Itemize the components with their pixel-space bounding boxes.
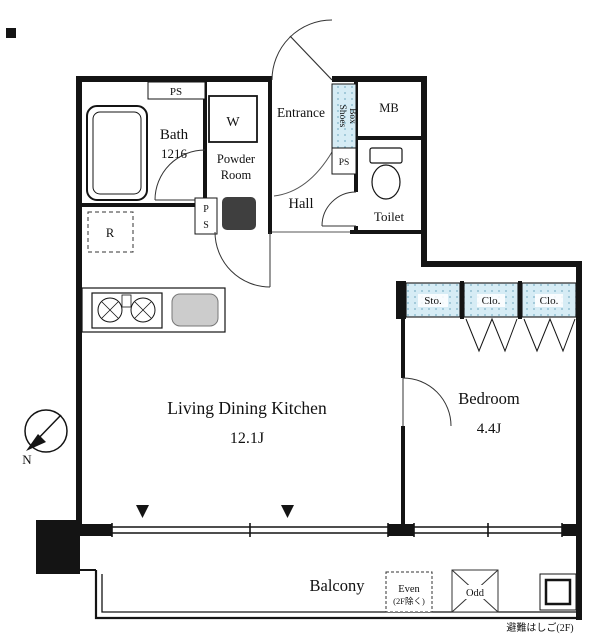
stove-icon bbox=[91, 292, 163, 329]
bedroom-label: Bedroom bbox=[458, 389, 520, 408]
bedroom-door-arc bbox=[402, 377, 452, 427]
entrance-door-arc bbox=[271, 19, 333, 81]
washer-label: W bbox=[226, 115, 240, 130]
ps-powder-p: P bbox=[203, 204, 209, 215]
balcony-label: Balcony bbox=[310, 576, 366, 595]
powder-room-label-2: Room bbox=[221, 168, 252, 182]
entrance-door-leaf bbox=[289, 35, 333, 81]
toilet-room: Toilet bbox=[321, 147, 405, 227]
ps-hall-label: PS bbox=[339, 158, 350, 168]
powder-door-arc bbox=[214, 231, 271, 288]
entrance-area: Entrance bbox=[271, 19, 333, 197]
left-wall bbox=[76, 76, 82, 532]
window-marker-2 bbox=[281, 505, 294, 518]
closet-1-label: Clo. bbox=[482, 295, 501, 307]
ldk-bedroom-divider-lower bbox=[401, 426, 405, 526]
toilet-tank-icon bbox=[369, 147, 403, 164]
toilet-bowl-icon bbox=[371, 164, 401, 200]
bifold-door-2-icon bbox=[523, 317, 576, 353]
shoes-box-label-1: Shoes bbox=[337, 105, 347, 128]
hall-area: Hall bbox=[272, 196, 350, 233]
closet-row-left-column bbox=[396, 281, 406, 319]
entrance-step-line bbox=[273, 151, 333, 197]
pipe-space-top: PS bbox=[147, 81, 206, 100]
closet-divider-1 bbox=[460, 281, 464, 319]
shoes-box: Shoes Box bbox=[331, 83, 357, 149]
powder-room: W Powder Room P S bbox=[194, 95, 271, 288]
top-wall-right bbox=[332, 76, 427, 82]
window-marker-1 bbox=[136, 505, 149, 518]
even-label: Even bbox=[398, 584, 420, 595]
ldk-size-label: 12.1J bbox=[230, 430, 264, 447]
even-sub-label: (2F除く) bbox=[393, 596, 425, 606]
top-wall-left bbox=[76, 76, 272, 82]
north-label: N bbox=[22, 452, 32, 467]
ldk-bedroom-divider-upper bbox=[401, 317, 405, 378]
bath-door-arc bbox=[154, 149, 206, 201]
bath-room: Bath 1216 bbox=[86, 105, 206, 201]
corner-marker bbox=[6, 28, 16, 38]
bath-powder-divider bbox=[203, 82, 207, 207]
bedroom-size-label: 4.4J bbox=[477, 421, 502, 437]
meter-box-label: MB bbox=[379, 101, 398, 115]
bedroom-area: Bedroom 4.4J bbox=[402, 377, 520, 437]
ldk-label: Living Dining Kitchen bbox=[167, 398, 327, 418]
window-wall-left bbox=[76, 524, 112, 536]
storage-label: Sto. bbox=[424, 295, 442, 307]
evacuation-hatch-icon bbox=[539, 573, 577, 611]
toilet-label: Toilet bbox=[374, 209, 405, 224]
closet-row: Sto. Clo. Clo. bbox=[405, 282, 577, 353]
closet-divider-2 bbox=[518, 281, 522, 319]
compass-icon: N bbox=[22, 409, 68, 467]
hall-label: Hall bbox=[289, 196, 314, 212]
odd-marker: Odd bbox=[451, 569, 499, 613]
balcony-left-column bbox=[36, 520, 80, 574]
window-wall-right bbox=[562, 524, 582, 536]
bath-bottom-wall bbox=[76, 203, 209, 207]
bath-label: Bath bbox=[160, 127, 189, 143]
odd-label: Odd bbox=[466, 588, 485, 599]
ps-powder-s: S bbox=[203, 220, 209, 231]
entrance-label: Entrance bbox=[277, 105, 325, 120]
ps-top-label: PS bbox=[170, 86, 182, 98]
shoes-box-label-2: Box bbox=[347, 108, 357, 124]
window-wall-middle bbox=[388, 524, 414, 536]
bath-size-label: 1216 bbox=[161, 146, 188, 161]
powder-room-label-1: Powder bbox=[217, 152, 256, 166]
fridge-label: R bbox=[106, 226, 115, 240]
bedroom-top-wall bbox=[421, 261, 582, 267]
balcony-outline bbox=[36, 520, 582, 620]
pipe-space-hall: PS bbox=[331, 147, 357, 175]
toilet-door-arc bbox=[321, 191, 357, 227]
closet-2-label: Clo. bbox=[540, 295, 559, 307]
evacuation-label: 避難はしご(2F) bbox=[506, 621, 573, 634]
toilet-bottom-wall bbox=[350, 230, 427, 234]
windows bbox=[111, 523, 563, 537]
powder-hall-divider bbox=[268, 82, 272, 234]
even-marker: Even (2F除く) bbox=[385, 571, 433, 613]
sink-icon bbox=[171, 293, 219, 327]
refrigerator-space: R bbox=[87, 211, 134, 253]
upper-right-wall bbox=[421, 76, 427, 267]
right-wall bbox=[576, 261, 582, 620]
kitchen-counter bbox=[81, 287, 226, 333]
washer-box bbox=[208, 95, 258, 143]
bifold-door-1-icon bbox=[465, 317, 518, 353]
balcony-outer-rail bbox=[94, 570, 582, 620]
vanity-sink-icon bbox=[222, 197, 256, 230]
north-arrow bbox=[26, 434, 46, 451]
pipe-space-powder: P S bbox=[194, 197, 218, 235]
mb-bottom-wall bbox=[354, 136, 427, 140]
